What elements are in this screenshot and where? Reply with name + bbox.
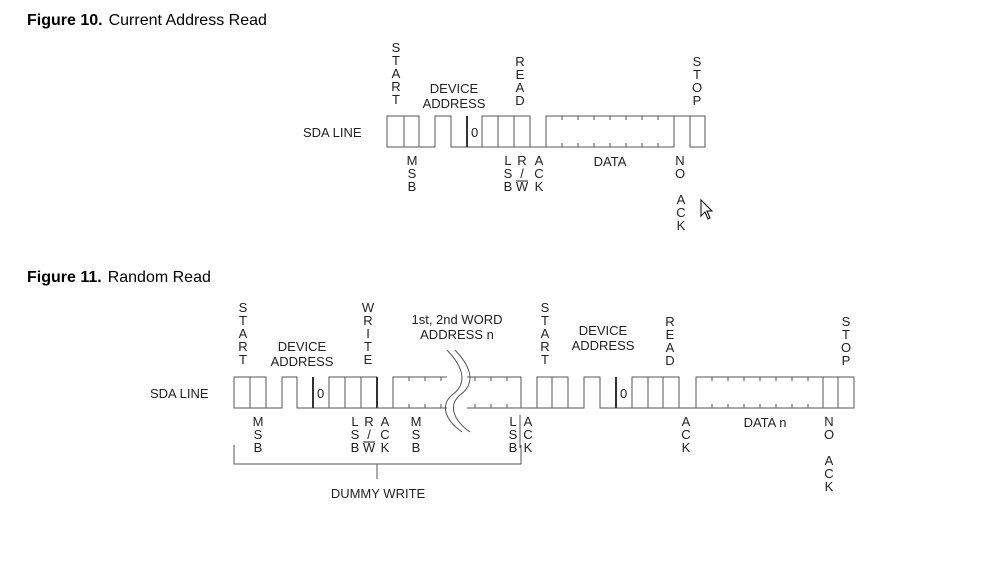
mouse-cursor-icon	[700, 198, 714, 220]
data-label: DATA n	[744, 415, 787, 430]
svg-text:Figure 11.Random Read: Figure 11. Random Read	[27, 269, 211, 286]
figure-11-number: Figure 11.	[27, 269, 102, 286]
sda-line-label: SDA LINE	[303, 125, 362, 140]
figure-10: Figure 10.Current Address Read SDA LINE …	[27, 12, 714, 233]
figure-10-number: Figure 10.	[27, 12, 103, 29]
figure-11-title: Random Read	[108, 269, 211, 286]
sda-waveform	[386, 115, 706, 148]
sda-waveform	[233, 349, 855, 433]
word-address-label-1: 1st, 2nd WORD	[411, 312, 502, 327]
rw-label: R/W	[516, 153, 529, 194]
device-label: DEVICE	[579, 323, 628, 338]
figure-10-title: Current Address Read	[109, 12, 267, 29]
zero-bit: 0	[317, 386, 324, 401]
data-label: DATA	[594, 154, 627, 169]
device-label: DEVICE	[430, 81, 479, 96]
device-label: DEVICE	[278, 339, 327, 354]
figure-11: Figure 11. Random Read SDA LINE	[27, 269, 855, 501]
sda-line-label: SDA LINE	[150, 386, 209, 401]
svg-text:Figure 10.Current Address Read: Figure 10. Current Address Read	[27, 12, 267, 29]
address-label: ADDRESS	[271, 354, 334, 369]
address-label: ADDRESS	[423, 96, 486, 111]
rw-label: R/W	[363, 414, 376, 455]
zero-bit: 0	[471, 125, 478, 140]
zero-bit: 0	[620, 386, 627, 401]
dummy-write-bracket	[233, 445, 522, 479]
address-label: ADDRESS	[572, 338, 635, 353]
dummy-write-label: DUMMY WRITE	[331, 486, 426, 501]
word-address-label-2: ADDRESS n	[420, 327, 494, 342]
